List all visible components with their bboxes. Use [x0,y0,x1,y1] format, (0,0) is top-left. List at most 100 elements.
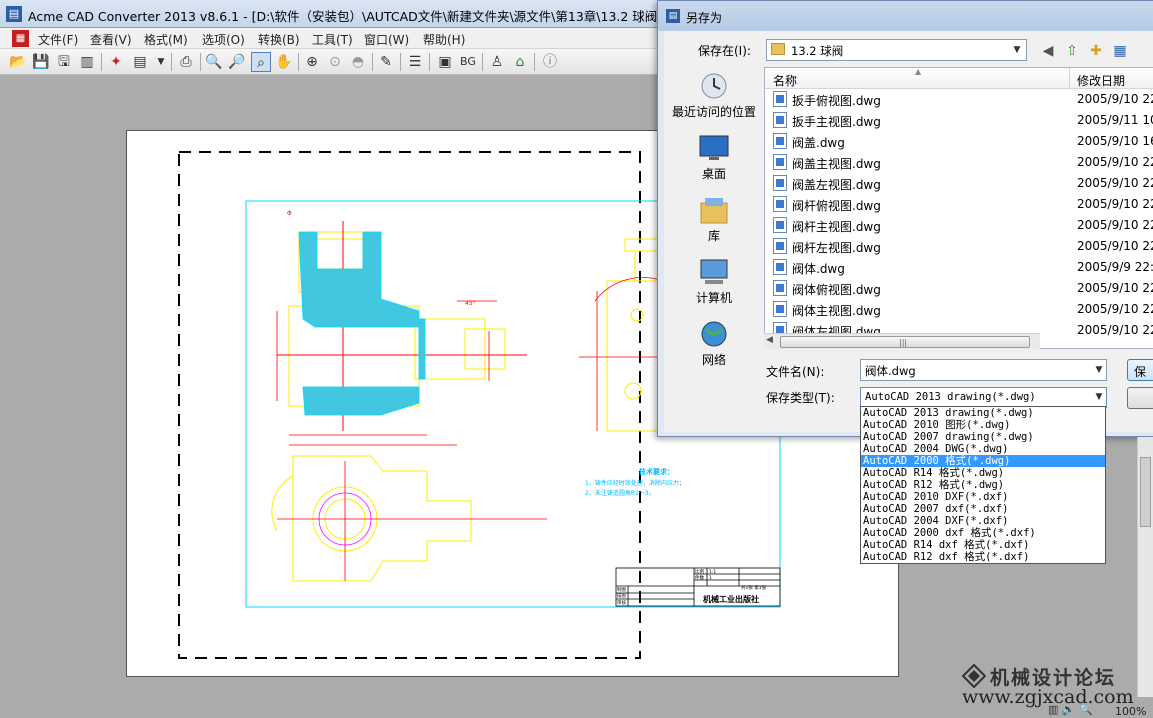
dwg-file-icon [773,91,787,107]
back-icon[interactable]: ◀ [1042,43,1054,59]
up-folder-icon[interactable]: ⇧ [1066,43,1078,59]
layer-icon[interactable]: ◓ [351,54,365,70]
dialog-title: 另存为 [686,11,723,25]
chevron-down-icon[interactable]: ▼ [1013,45,1021,55]
menu-tools[interactable]: 工具(T) [312,33,353,47]
filetype-option[interactable]: AutoCAD 2000 dxf 格式(*.dxf) [863,527,1036,539]
document-icon[interactable]: ▦ [12,30,29,47]
save-button[interactable]: 保 [1127,359,1153,381]
print-icon[interactable]: ⎙ [180,54,192,70]
app-title: Acme CAD Converter 2013 v8.6.1 - [D:\软件（… [28,9,687,24]
dim-top: Φ [287,210,292,217]
place-computer[interactable]: 计算机 [664,257,764,306]
filetype-option[interactable]: AutoCAD R14 dxf 格式(*.dxf) [863,539,1030,551]
background-black-icon[interactable]: ▣ [438,54,452,70]
filetype-dropdown-list[interactable]: AutoCAD 2013 drawing(*.dwg) AutoCAD 2010… [860,406,1106,564]
zoom-out-icon[interactable]: 🔍 [205,54,223,70]
filetype-option[interactable]: AutoCAD R14 格式(*.dwg) [863,467,1005,479]
chevron-down-icon[interactable]: ▼ [157,57,165,67]
chevron-down-icon[interactable]: ▼ [1095,365,1103,375]
desktop-icon [697,133,731,163]
place-desktop[interactable]: 桌面 [664,133,764,182]
column-name[interactable]: 名称 [773,74,798,88]
home-icon[interactable]: ⌂ [515,54,525,70]
tb-qty: 1 [709,575,712,581]
place-network[interactable]: 网络 [664,319,764,368]
pdf-icon[interactable]: ✦ [110,54,122,70]
filetype-option-selected[interactable]: AutoCAD 2000 格式(*.dwg) [861,455,1105,467]
save-icon[interactable]: 💾 [32,54,50,70]
open-icon[interactable]: 📂 [9,54,27,70]
batch-convert-icon[interactable]: ▥ [80,54,94,70]
horizontal-scrollbar[interactable]: ◀ ||| [764,333,1040,349]
measure-icon[interactable]: ✎ [380,54,392,70]
menu-format[interactable]: 格式(M) [144,33,188,47]
cancel-button[interactable] [1127,387,1153,409]
filetype-option[interactable]: AutoCAD 2004 DXF(*.dxf) [863,515,1009,527]
sort-arrow-icon: ▲ [915,67,922,76]
info-icon[interactable]: ⓘ [543,54,557,70]
zoom-window-icon[interactable]: ⌕ [251,52,271,72]
menu-help[interactable]: 帮助(H) [423,33,466,47]
dialog-title-bar[interactable]: ▤ 另存为 [658,1,1153,31]
filetype-option[interactable]: AutoCAD 2010 图形(*.dwg) [863,419,1011,431]
search-icon[interactable]: 🔍 [1079,703,1093,716]
pan-icon[interactable]: ✋ [275,54,293,70]
filetype-option[interactable]: AutoCAD R12 dxf 格式(*.dxf) [863,551,1030,563]
menu-window[interactable]: 窗口(W) [364,33,410,47]
tb-traced: 描图 [617,592,626,599]
dwg-file-icon [773,154,787,170]
save-as-dialog: ▤ 另存为 保存在(I): 13.2 球阀 ▼ ◀ ⇧ ✚ ▦ 最近访问的位置 [657,0,1153,437]
filetype-option[interactable]: AutoCAD 2007 dxf(*.dxf) [863,503,1009,515]
menu-convert[interactable]: 转换(B) [258,33,300,47]
scroll-left-icon[interactable]: ◀ [766,335,773,345]
tb-scale: 1:1 [709,569,716,575]
new-folder-icon[interactable]: ✚ [1090,43,1102,59]
filetype-option[interactable]: AutoCAD R12 格式(*.dwg) [863,479,1005,491]
menu-view[interactable]: 查看(V) [90,33,132,47]
scrollbar-thumb[interactable]: ||| [780,336,1030,348]
filename-label: 文件名(N): [766,365,825,379]
view-menu-icon[interactable]: ▦ [1113,43,1127,59]
place-library[interactable]: 库 [664,195,764,244]
column-date[interactable]: 修改日期 [1077,74,1126,88]
vertical-scrollbar[interactable] [1137,437,1153,697]
network-icon[interactable]: ▥ [1048,703,1059,716]
dialog-body: 保存在(I): 13.2 球阀 ▼ ◀ ⇧ ✚ ▦ 最近访问的位置 [664,31,1153,432]
dwg-file-icon [773,196,787,212]
export-icon[interactable]: ▤ [133,54,147,70]
zoom-previous-icon[interactable]: ⊙ [329,54,341,70]
filetype-option[interactable]: AutoCAD 2013 drawing(*.dwg) [863,407,1034,419]
properties-icon[interactable]: ☰ [408,54,422,70]
bg-icon[interactable]: BG [460,55,476,68]
chevron-down-icon[interactable]: ▼ [1095,392,1103,402]
filetype-option[interactable]: AutoCAD 2004 DWG(*.dwg) [863,443,1009,455]
volume-icon[interactable]: 🔈 [1061,703,1076,716]
bell-icon[interactable]: ♙ [490,54,504,70]
menu-options[interactable]: 选项(O) [202,33,245,47]
filetype-option[interactable]: AutoCAD 2010 DXF(*.dxf) [863,491,1009,503]
zoom-extents-icon[interactable]: ⊕ [306,54,318,70]
place-recent[interactable]: 最近访问的位置 [664,71,764,120]
filetype-select[interactable]: AutoCAD 2013 drawing(*.dwg) [860,387,1107,408]
zoom-in-icon[interactable]: 🔎 [228,54,246,70]
filetype-option[interactable]: AutoCAD 2007 drawing(*.dwg) [863,431,1034,443]
menu-file[interactable]: 文件(F) [38,33,79,47]
save-in-select[interactable]: 13.2 球阀 ▼ [766,39,1027,61]
save-as-icon[interactable]: 🖫 [58,54,70,70]
filename-input[interactable]: 阀体.dwg [860,359,1107,381]
scrollbar-thumb[interactable] [1140,457,1151,527]
